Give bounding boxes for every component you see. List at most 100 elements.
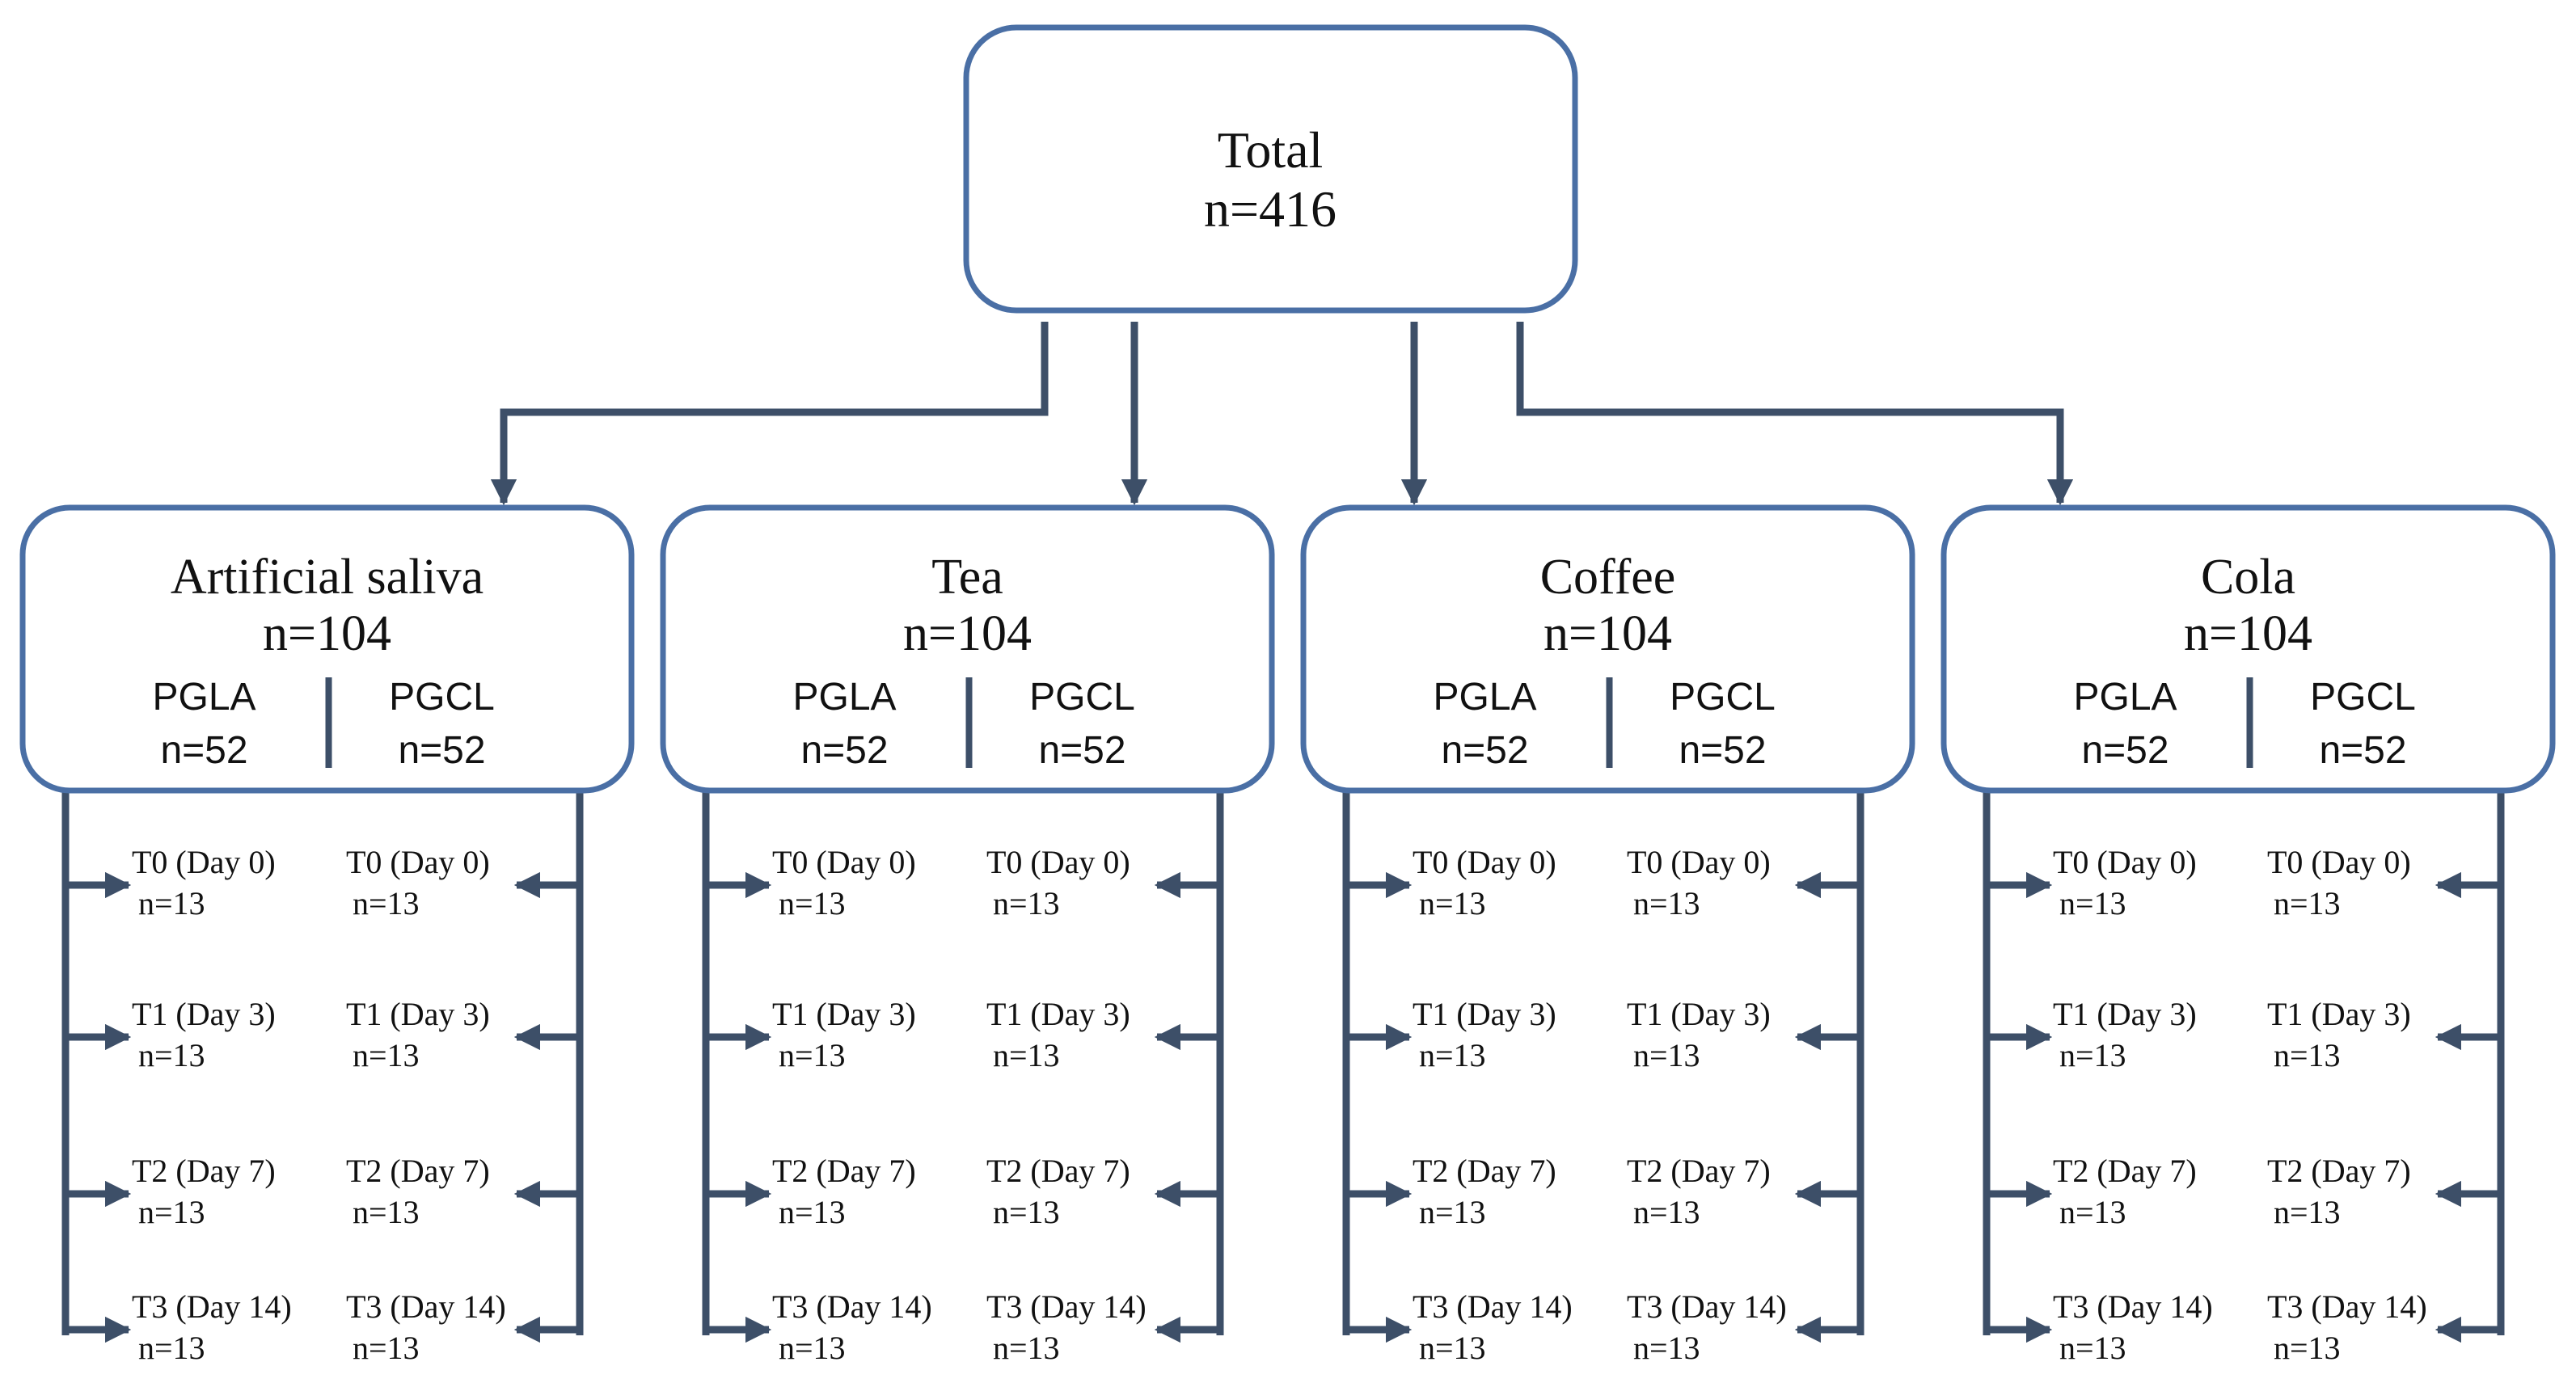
timepoint-label-right: T3 (Day 14) [2267,1288,2427,1325]
root-box [963,24,1578,314]
timepoint-label-right: T1 (Day 3) [1627,996,1771,1032]
subgroup-right-count: n=52 [1038,729,1125,772]
timepoint-label-right: T1 (Day 3) [2267,996,2411,1032]
timepoint-label-left: T3 (Day 14) [2053,1288,2213,1325]
timepoint-label-left: T0 (Day 0) [2053,844,2197,880]
timepoint-count-left: n=13 [2059,1330,2126,1366]
group-box [1940,504,2556,794]
timepoint-count-right: n=13 [2274,1037,2341,1073]
subgroup-left-label: PGLA [2073,676,2177,719]
timepoint-label-left: T2 (Day 7) [132,1153,276,1189]
timepoint-label-right: T1 (Day 3) [346,996,490,1032]
group-title: Coffee [1540,550,1676,605]
timepoint-count-right: n=13 [1633,1037,1700,1073]
timepoint-label-right: T2 (Day 7) [2267,1153,2411,1189]
subgroup-right-label: PGCL [1670,676,1776,719]
timepoint-label-left: T2 (Day 7) [2053,1153,2197,1189]
root-count: n=416 [1204,180,1337,238]
connector-cola [1516,322,2074,506]
timepoint-label-left: T1 (Day 3) [132,996,276,1032]
group-count: n=104 [903,606,1032,661]
timepoint-count-left: n=13 [2059,885,2126,921]
timepoint-label-right: T3 (Day 14) [986,1288,1147,1325]
timepoint-label-left: T0 (Day 0) [1413,844,1556,880]
subgroup-right-label: PGCL [1029,676,1135,719]
timepoint-label-left: T0 (Day 0) [132,844,276,880]
timepoint-label-right: T0 (Day 0) [2267,844,2411,880]
root-node: Total n=416 [963,24,1578,314]
timepoint-count-left: n=13 [2059,1194,2126,1230]
timepoint-label-right: T1 (Day 3) [986,996,1130,1032]
subgroup-left-count: n=52 [800,729,888,772]
timepoint-count-right: n=13 [353,1330,420,1366]
timepoint-label-left: T1 (Day 3) [1413,996,1556,1032]
timepoint-count-left: n=13 [2059,1037,2126,1073]
timepoint-count-left: n=13 [1419,1194,1486,1230]
group-box [19,504,635,794]
group-count: n=104 [1543,606,1672,661]
timepoint-count-right: n=13 [1633,1194,1700,1230]
group-title: Tea [931,550,1003,605]
subgroup-right-label: PGCL [389,676,495,719]
subgroup-right-count: n=52 [1679,729,1766,772]
timepoint-label-right: T2 (Day 7) [1627,1153,1771,1189]
timepoint-label-right: T3 (Day 14) [346,1288,506,1325]
subgroup-left-label: PGLA [792,676,896,719]
timepoint-label-left: T3 (Day 14) [1413,1288,1573,1325]
timepoint-count-right: n=13 [1633,1330,1700,1366]
group-box [1300,504,1915,794]
timepoint-count-right: n=13 [353,885,420,921]
timepoint-label-right: T2 (Day 7) [346,1153,490,1189]
timepoint-label-left: T3 (Day 14) [772,1288,932,1325]
timepoint-label-left: T0 (Day 0) [772,844,916,880]
timepoint-label-right: T2 (Day 7) [986,1153,1130,1189]
group-count: n=104 [263,606,391,661]
timepoint-count-left: n=13 [1419,1330,1486,1366]
subgroup-right-label: PGCL [2310,676,2416,719]
timepoint-label-left: T2 (Day 7) [1413,1153,1556,1189]
subgroup-left-label: PGLA [152,676,255,719]
timepoint-count-left: n=13 [779,1194,846,1230]
timepoint-label-left: T1 (Day 3) [2053,996,2197,1032]
root-title: Total [1218,121,1324,179]
group-title: Artificial saliva [171,550,484,605]
timepoint-label-left: T2 (Day 7) [772,1153,916,1189]
group-title: Cola [2201,550,2295,605]
subgroup-right-count: n=52 [398,729,485,772]
timepoint-count-left: n=13 [138,1194,205,1230]
timepoint-count-right: n=13 [353,1037,420,1073]
group-box [660,504,1275,794]
timepoint-label-right: T3 (Day 14) [1627,1288,1787,1325]
timepoint-count-left: n=13 [138,1037,205,1073]
timepoint-label-right: T0 (Day 0) [346,844,490,880]
root-connectors [490,322,2074,506]
timepoint-count-right: n=13 [1633,885,1700,921]
timepoint-label-right: T0 (Day 0) [986,844,1130,880]
timepoint-count-right: n=13 [2274,1330,2341,1366]
timepoint-count-left: n=13 [138,885,205,921]
timepoint-label-right: T0 (Day 0) [1627,844,1771,880]
timepoint-count-right: n=13 [993,885,1060,921]
subgroup-left-count: n=52 [1441,729,1528,772]
timepoint-count-right: n=13 [2274,885,2341,921]
timepoint-count-left: n=13 [1419,1037,1486,1073]
timepoint-count-left: n=13 [779,885,846,921]
timepoint-count-right: n=13 [993,1037,1060,1073]
timepoint-count-left: n=13 [138,1330,205,1366]
subgroup-right-count: n=52 [2319,729,2406,772]
timepoint-label-left: T1 (Day 3) [772,996,916,1032]
timepoint-count-left: n=13 [1419,885,1486,921]
groups-layer: Artificial salivan=104PGLAn=52PGCLn=52T0… [19,504,2556,1366]
group-count: n=104 [2184,606,2312,661]
timepoint-count-left: n=13 [779,1330,846,1366]
subgroup-left-count: n=52 [160,729,247,772]
timepoint-count-left: n=13 [779,1037,846,1073]
timepoint-label-left: T3 (Day 14) [132,1288,292,1325]
timepoint-count-right: n=13 [353,1194,420,1230]
subgroup-left-count: n=52 [2081,729,2168,772]
